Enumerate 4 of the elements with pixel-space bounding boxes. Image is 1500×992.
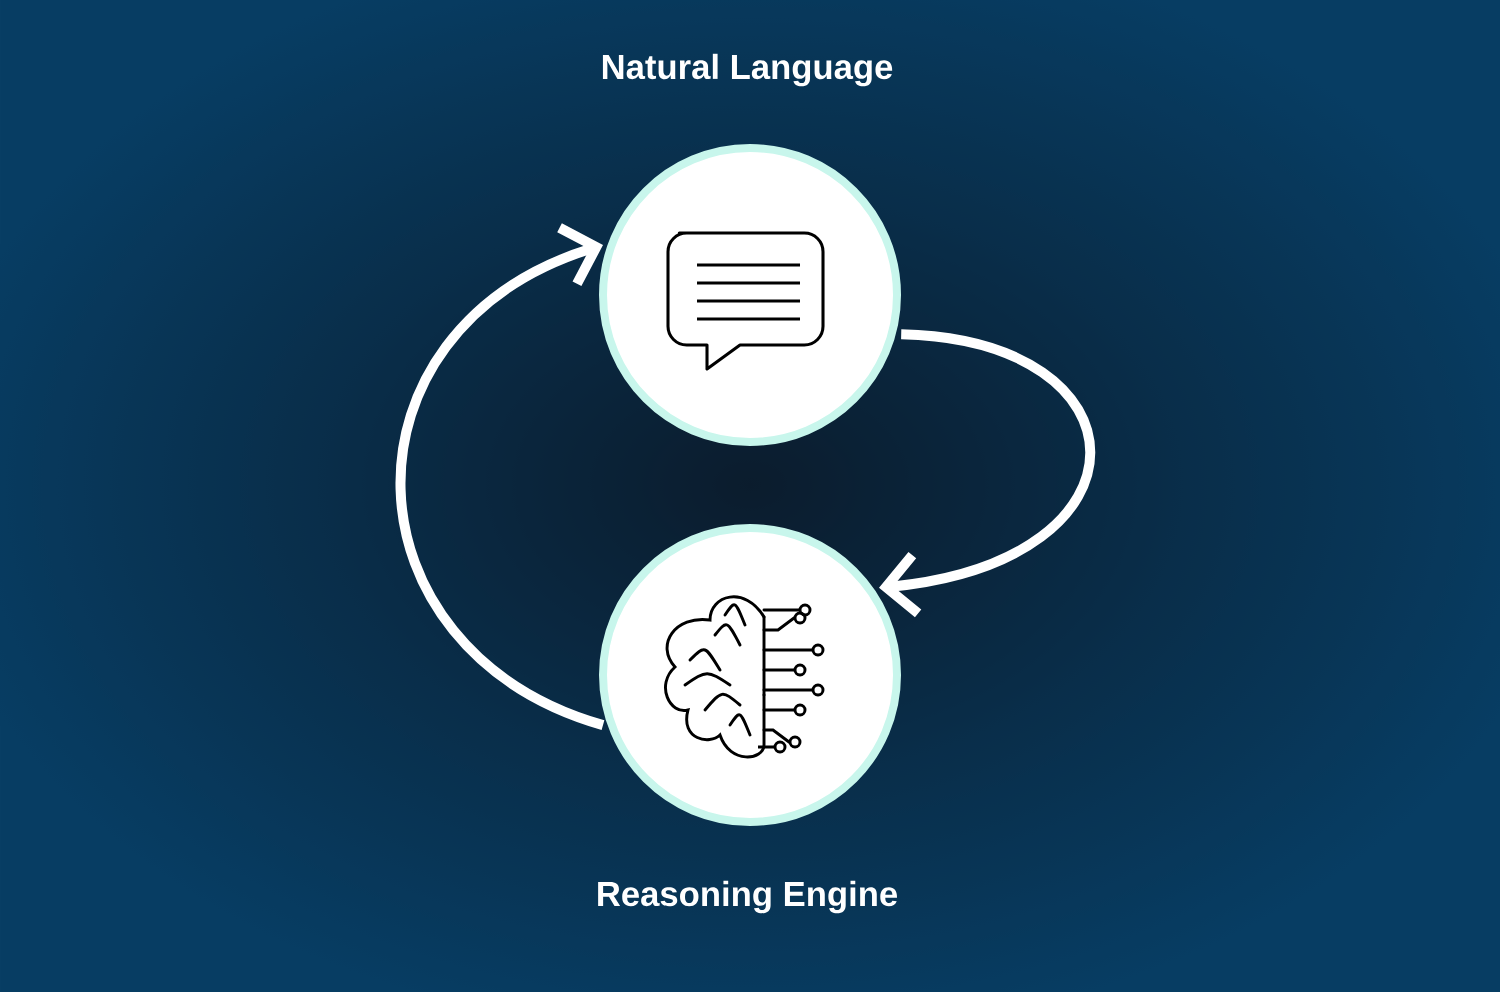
curved-arrow [395, 223, 605, 730]
heading: Reasoning Engine [598, 880, 897, 914]
curved-arrow [879, 329, 1096, 618]
heading: Natural Language [602, 53, 893, 87]
